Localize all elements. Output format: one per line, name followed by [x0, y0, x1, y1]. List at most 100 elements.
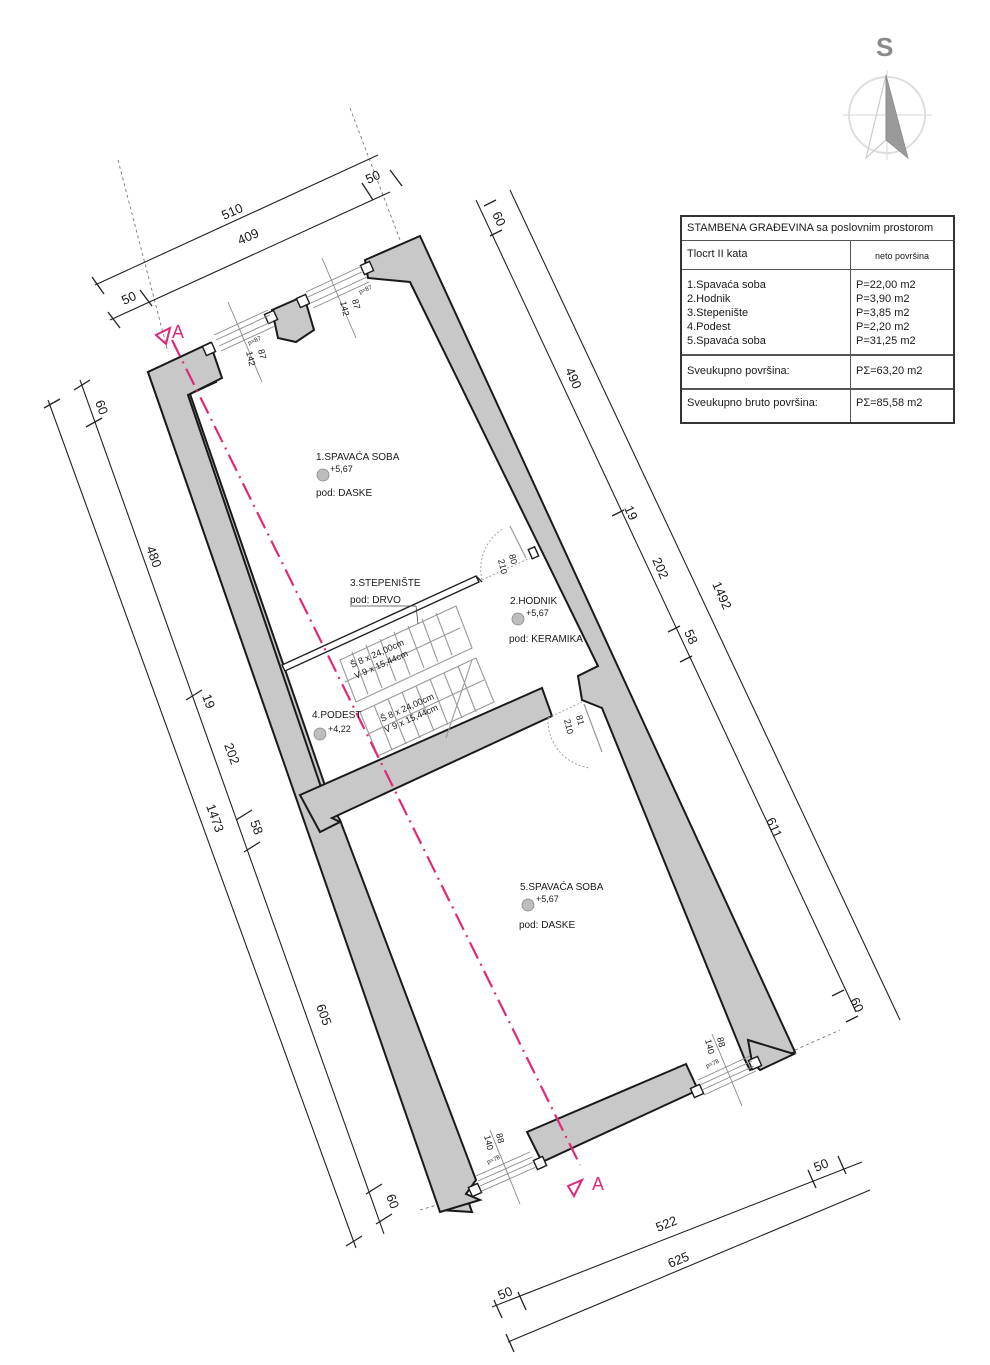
window-height-label: 140 [703, 1038, 716, 1055]
doors: 210 80 210 81 [480, 525, 603, 769]
svg-text:2.HODNIK: 2.HODNIK [510, 596, 558, 607]
svg-text:611: 611 [763, 815, 785, 840]
north-arrow-label: S [876, 32, 894, 62]
window-top-left [213, 301, 276, 383]
door-room1: 210 80 [480, 525, 531, 581]
room-labels: 1.SPAVAĆA SOBA +5,67 pod: DASKE 2.HODNIK… [312, 450, 604, 931]
svg-text:50: 50 [496, 1283, 515, 1302]
legend-total-gross-value: PΣ=85,58 m2 [850, 390, 953, 422]
legend-room-name: 4.Podest [687, 321, 731, 333]
svg-text:pod: DASKE: pod: DASKE [519, 920, 575, 931]
window-height-label: 140 [482, 1134, 495, 1151]
svg-text:409: 409 [235, 225, 261, 248]
north-arrow-icon [843, 70, 932, 160]
svg-text:60: 60 [383, 1192, 402, 1211]
legend-room-area: P=3,85 m2 [856, 307, 910, 319]
door-room5: 210 81 [547, 701, 603, 769]
room-4-label: 4.PODEST +4,22 [312, 710, 361, 741]
legend-total-net-label: Sveukupno površina: [687, 365, 790, 377]
legend-room-name: 5.Spavaća soba [687, 335, 766, 347]
window-height-label: 142 [338, 300, 351, 317]
level-marker-icon [316, 468, 330, 482]
svg-text:1.SPAVAĆA SOBA: 1.SPAVAĆA SOBA [316, 450, 400, 463]
door-height-label: 210 [562, 718, 575, 735]
svg-text:60: 60 [92, 398, 111, 417]
svg-text:625: 625 [666, 1249, 692, 1271]
window-top-right [305, 257, 370, 339]
legend-total-net-value: PΣ=63,20 m2 [850, 356, 953, 388]
svg-text:5.SPAVAĆA SOBA: 5.SPAVAĆA SOBA [520, 880, 604, 893]
legend-room-name: 2.Hodnik [687, 293, 731, 305]
legend-room-area: P=22,00 m2 [856, 279, 916, 291]
wall-right [363, 234, 797, 1072]
wall-cross [298, 686, 554, 834]
room-1-label: 1.SPAVAĆA SOBA +5,67 pod: DASKE [316, 450, 400, 499]
door-height-label: 210 [496, 558, 509, 575]
room-3-label: 3.STEPENIŠTE pod: DRVO [350, 576, 421, 625]
svg-text:202: 202 [221, 741, 243, 767]
svg-text:+5,67: +5,67 [536, 894, 559, 904]
svg-text:1492: 1492 [709, 579, 734, 612]
legend-title: STAMBENA GRAĐEVINA sa poslovnim prostoro… [687, 222, 934, 234]
window-sill-label: p=87 [247, 336, 262, 347]
legend-subtitle: Tlocrt II kata [687, 248, 748, 260]
svg-text:4.PODEST: 4.PODEST [312, 710, 361, 721]
dimensions-left: 60 480 19 202 58 605 60 1473 [43, 379, 402, 1249]
legend-room-name: 3.Stepenište [687, 307, 749, 319]
door-width-label: 80 [507, 553, 519, 565]
staircase [339, 605, 495, 757]
area-legend-table: STAMBENA GRAĐEVINA sa poslovnim prostoro… [680, 215, 955, 424]
legend-room-area: P=31,25 m2 [856, 335, 916, 347]
window-width-label: 88 [715, 1036, 727, 1048]
window-width-label: 88 [494, 1132, 506, 1144]
legend-room-area: P=3,90 m2 [856, 293, 910, 305]
window-bottom-left [475, 1129, 537, 1205]
section-label-top: A [172, 322, 184, 342]
level-marker-icon [313, 727, 327, 741]
window-sill-label: p=78 [486, 1155, 501, 1166]
svg-text:19: 19 [199, 692, 218, 711]
door-width-label: 81 [574, 714, 586, 726]
room-5-label: 5.SPAVAĆA SOBA +5,67 pod: DASKE [519, 880, 604, 931]
window-sill-label: p=87 [358, 285, 373, 296]
svg-text:60: 60 [847, 995, 867, 1014]
svg-text:pod: DASKE: pod: DASKE [316, 488, 372, 499]
svg-text:510: 510 [219, 200, 245, 223]
level-marker-icon [521, 898, 535, 912]
wall-left-full [146, 341, 483, 1214]
svg-text:50: 50 [119, 288, 138, 308]
svg-text:490: 490 [562, 365, 585, 391]
window-labels: p=87 142 87 p=87 142 87 p=78 140 88 p=78… [244, 285, 727, 1166]
svg-text:480: 480 [143, 544, 165, 570]
window-bottom-right [697, 1033, 757, 1107]
window-width-label: 87 [350, 298, 362, 310]
svg-text:1473: 1473 [203, 802, 227, 834]
column-squares [201, 260, 763, 1198]
legend-column-header: neto površina [850, 241, 953, 269]
room-2-label: 2.HODNIK +5,67 pod: KERAMIKA [509, 596, 583, 645]
wall-bottom-middle [525, 1062, 700, 1164]
svg-text:522: 522 [654, 1213, 680, 1235]
svg-text:+5,67: +5,67 [526, 608, 549, 618]
level-marker-icon [511, 612, 525, 626]
legend-room-name: 1.Spavaća soba [687, 279, 766, 291]
windows [213, 257, 757, 1205]
svg-text:50: 50 [363, 167, 382, 187]
dimensions-top: 510 409 50 50 [91, 154, 403, 329]
dimensions-bottom: 522 625 50 50 [491, 1155, 871, 1353]
stair-labels: Š 8 x 24,00cm V 9 x 15,44cm Š 8 x 24,00c… [349, 637, 440, 735]
svg-text:50: 50 [812, 1155, 831, 1174]
svg-text:pod: KERAMIKA: pod: KERAMIKA [509, 634, 583, 645]
window-sill-label: p=78 [705, 1059, 720, 1070]
legend-room-area: P=2,20 m2 [856, 321, 910, 333]
svg-text:605: 605 [313, 1002, 335, 1028]
svg-text:+5,67: +5,67 [330, 464, 353, 474]
svg-text:58: 58 [247, 818, 266, 837]
window-height-label: 142 [244, 350, 257, 367]
svg-text:+4,22: +4,22 [328, 724, 351, 734]
svg-text:pod: DRVO: pod: DRVO [350, 595, 401, 606]
section-line-a: A A [154, 322, 604, 1199]
svg-text:19: 19 [621, 503, 641, 522]
svg-text:58: 58 [681, 627, 701, 646]
